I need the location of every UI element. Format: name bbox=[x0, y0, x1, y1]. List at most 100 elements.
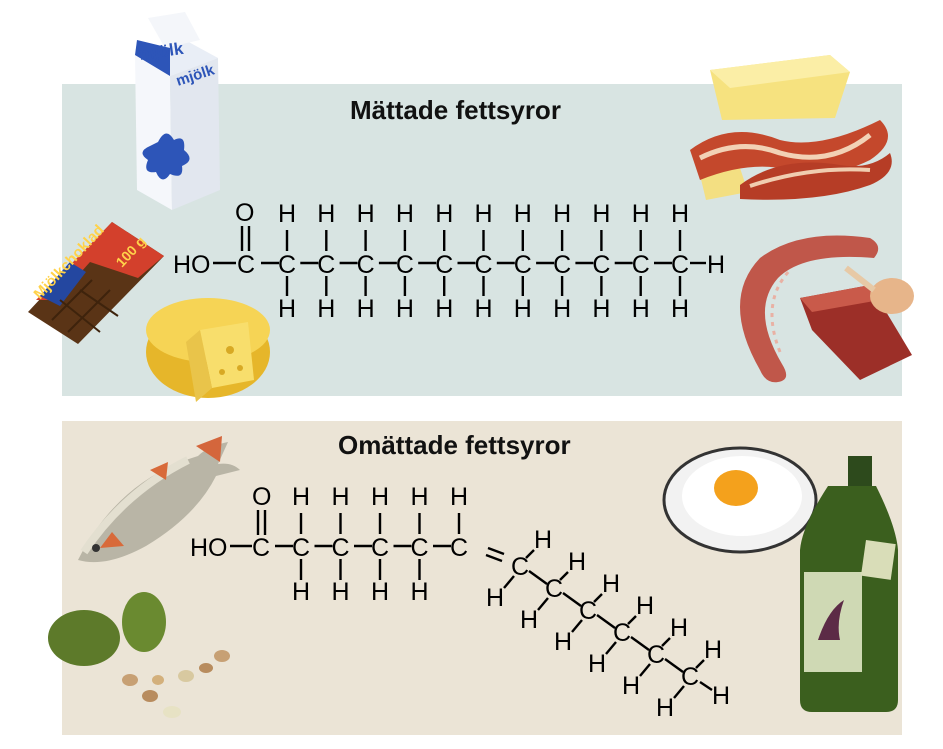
unsat-tail-h-lower: H bbox=[520, 606, 538, 634]
saturated-structure: HO C O CHHCHHCHHCHHCHHCHHCHHCHHCHHCHHCHH… bbox=[173, 199, 725, 323]
olive-oil-bottle-icon bbox=[800, 456, 898, 712]
unsat-tail-carbon: C bbox=[613, 619, 631, 647]
sat-chain-h-top: H bbox=[632, 200, 650, 228]
sat-chain-carbon: C bbox=[317, 251, 335, 279]
sat-chain-carbon: C bbox=[278, 251, 296, 279]
unsat-tail-h-upper: H bbox=[534, 526, 552, 554]
sat-chain-h-bottom: H bbox=[317, 295, 335, 323]
sat-chain-h-top: H bbox=[278, 200, 296, 228]
unsat-tail-h-upper: H bbox=[670, 614, 688, 642]
sat-chain-h-top: H bbox=[396, 200, 414, 228]
bond bbox=[537, 597, 549, 611]
unsat-chain-h-bottom: H bbox=[411, 578, 429, 606]
avocado-nuts-icon bbox=[48, 592, 230, 718]
bond bbox=[559, 571, 569, 581]
saturated-heading: Mättade fettsyror bbox=[350, 95, 561, 125]
unsat-chain-h-bottom: H bbox=[332, 578, 350, 606]
unsat-chain-h-top: H bbox=[450, 483, 468, 511]
unsat-tail-carbon: C bbox=[511, 553, 529, 581]
sat-chain-h-bottom: H bbox=[671, 295, 689, 323]
sat-chain-h-bottom: H bbox=[514, 295, 532, 323]
unsat-chain-carbon: C bbox=[292, 534, 310, 562]
bond bbox=[571, 619, 583, 633]
sat-chain-h-bottom: H bbox=[475, 295, 493, 323]
unsat-tail-h-lower: H bbox=[588, 650, 606, 678]
bond bbox=[673, 685, 685, 699]
sat-chain-carbon: C bbox=[632, 251, 650, 279]
bond bbox=[525, 549, 535, 559]
unsat-tail-h-lower: H bbox=[486, 584, 504, 612]
bond bbox=[593, 593, 603, 603]
unsat-tail-h-lower: H bbox=[622, 672, 640, 700]
sat-chain-carbon: C bbox=[671, 251, 689, 279]
unsaturated-heading: Omättade fettsyror bbox=[338, 430, 571, 460]
unsat-chain-carbon: C bbox=[450, 534, 468, 562]
bond bbox=[528, 570, 548, 585]
unsat-tail-h-lower: H bbox=[656, 694, 674, 722]
sat-chain-carbon: C bbox=[553, 251, 571, 279]
unsat-tail-h-upper: H bbox=[704, 636, 722, 664]
sat-chain-h-top: H bbox=[514, 200, 532, 228]
bond bbox=[562, 592, 582, 607]
unsat-tail-h-upper: H bbox=[602, 570, 620, 598]
sausage-meat-icon bbox=[740, 235, 914, 383]
unsat-chain-carbon: C bbox=[332, 534, 350, 562]
unsat-tail-h-lower: H bbox=[554, 628, 572, 656]
sat-chain-carbon: C bbox=[475, 251, 493, 279]
unsat-tail-h-upper: H bbox=[636, 592, 654, 620]
unsat-tail-carbon: C bbox=[681, 663, 699, 691]
sat-chain-h-bottom: H bbox=[357, 295, 375, 323]
sat-chain-carbon: C bbox=[357, 251, 375, 279]
sat-carboxyl-o: O bbox=[235, 199, 254, 227]
sat-chain-h-bottom: H bbox=[278, 295, 296, 323]
unsat-chain-h-top: H bbox=[292, 483, 310, 511]
sat-chain-h-bottom: H bbox=[632, 295, 650, 323]
fried-egg-icon bbox=[662, 446, 818, 554]
bond bbox=[699, 681, 713, 691]
bond bbox=[605, 641, 617, 655]
bond bbox=[630, 636, 650, 651]
sat-chain-h-top: H bbox=[592, 200, 610, 228]
unsat-chain-h-bottom: H bbox=[371, 578, 389, 606]
unsat-tail-carbon: C bbox=[545, 575, 563, 603]
butter-bacon-icon bbox=[690, 55, 892, 200]
unsat-tail-terminal-h: H bbox=[712, 682, 730, 710]
sat-chain-h-bottom: H bbox=[435, 295, 453, 323]
unsat-chain-carbon: C bbox=[411, 534, 429, 562]
chocolate-bar-icon: Mjölkchoklad 100 g bbox=[28, 222, 164, 344]
sat-head-group: HO bbox=[173, 251, 211, 279]
sat-chain-h-bottom: H bbox=[396, 295, 414, 323]
unsat-chain-h-bottom: H bbox=[292, 578, 310, 606]
bond bbox=[695, 659, 705, 669]
sat-chain-carbon: C bbox=[514, 251, 532, 279]
bond bbox=[661, 637, 671, 647]
unsat-chain-carbon: C bbox=[371, 534, 389, 562]
unsat-carboxyl-c: C bbox=[252, 534, 270, 562]
sat-chain-carbon: C bbox=[435, 251, 453, 279]
unsat-tail-carbon: C bbox=[647, 641, 665, 669]
bond bbox=[627, 615, 637, 625]
sat-carboxyl-c: C bbox=[237, 251, 255, 279]
unsat-chain-h-top: H bbox=[371, 483, 389, 511]
cheese-icon bbox=[146, 298, 270, 402]
sat-chain-h-top: H bbox=[671, 200, 689, 228]
bond bbox=[664, 658, 684, 673]
unsat-carboxyl-o: O bbox=[252, 483, 271, 511]
sat-chain-carbon: C bbox=[592, 251, 610, 279]
unsat-chain-h-top: H bbox=[332, 483, 350, 511]
sat-chain-h-top: H bbox=[475, 200, 493, 228]
unsat-tail-h-upper: H bbox=[568, 548, 586, 576]
sat-chain-h-top: H bbox=[553, 200, 571, 228]
sat-chain-h-top: H bbox=[435, 200, 453, 228]
sat-chain-h-bottom: H bbox=[592, 295, 610, 323]
sat-chain-carbon: C bbox=[396, 251, 414, 279]
sat-chain-h-top: H bbox=[357, 200, 375, 228]
sat-chain-h-bottom: H bbox=[553, 295, 571, 323]
sat-tail-h: H bbox=[707, 251, 725, 279]
fish-icon bbox=[78, 436, 240, 563]
bond bbox=[596, 614, 616, 629]
sat-chain-h-top: H bbox=[317, 200, 335, 228]
unsat-chain-h-top: H bbox=[411, 483, 429, 511]
